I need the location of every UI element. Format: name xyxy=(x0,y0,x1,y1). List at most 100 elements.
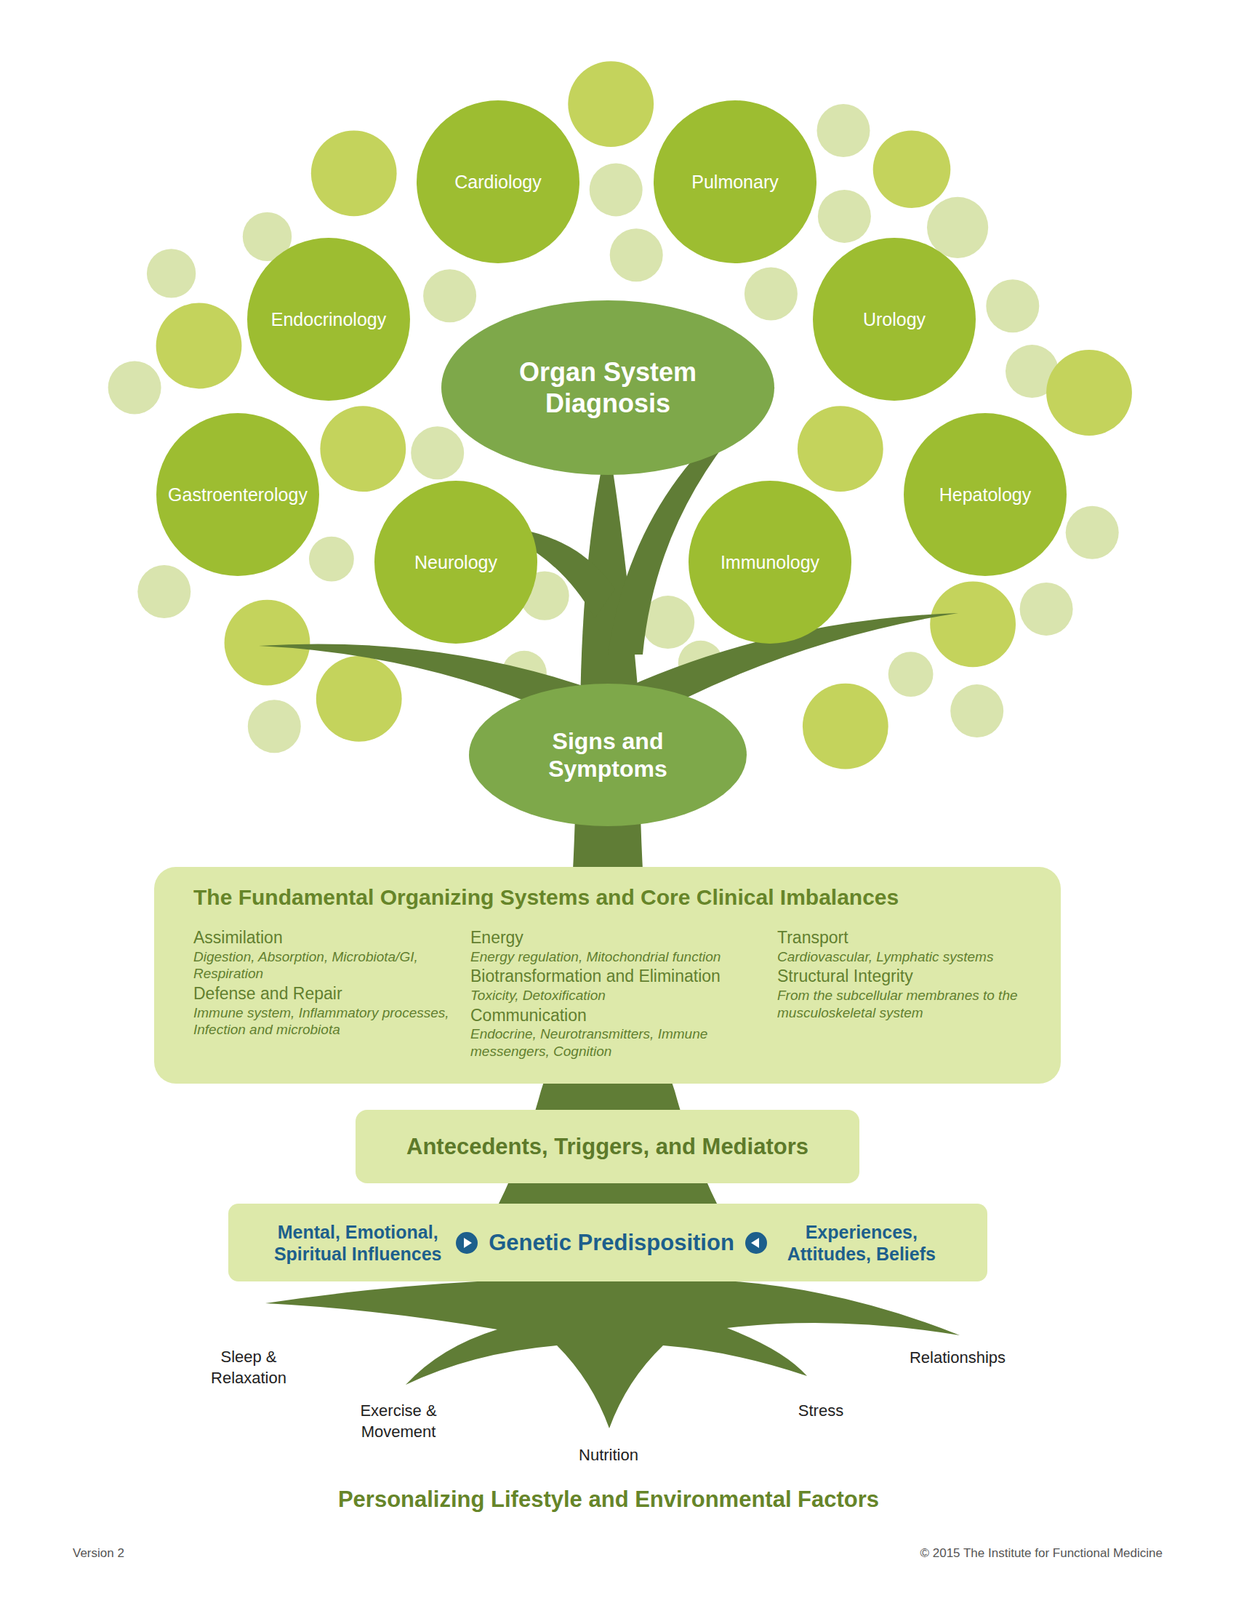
band-title: Antecedents, Triggers, and Mediators xyxy=(406,1133,809,1160)
specialty-circle: Urology xyxy=(812,237,976,401)
specialty-label: Neurology xyxy=(414,551,498,573)
system-name: Biotransformation and Elimination xyxy=(470,966,769,987)
arrow-head xyxy=(751,1237,760,1248)
band-column: TransportCardiovascular, Lymphatic syste… xyxy=(777,926,1039,1021)
shape-fill xyxy=(441,300,775,475)
footer-note: Version 2 xyxy=(72,1545,291,1561)
specialty-circle: Immunology xyxy=(688,480,852,644)
leaf-circle xyxy=(1065,506,1119,560)
leaf-circle xyxy=(316,655,403,742)
specialty-label: Gastroenterology xyxy=(167,483,308,506)
footer-note: © 2015 The Institute for Functional Medi… xyxy=(726,1545,1163,1561)
clinical-band: The Fundamental Organizing Systems and C… xyxy=(154,866,1061,1084)
caption: Personalizing Lifestyle and Environmenta… xyxy=(172,1484,1045,1514)
arrow-symbol xyxy=(744,1230,768,1255)
specialty-circle: Hepatology xyxy=(903,412,1067,576)
leaf-circle xyxy=(610,228,664,282)
shape-fill xyxy=(247,237,411,401)
specialty-circle: Gastroenterology xyxy=(156,412,320,576)
leaf-circle xyxy=(156,303,243,389)
specialty-circle: Pulmonary xyxy=(653,100,817,264)
specialty-circle: Neurology xyxy=(374,480,538,644)
system-name: Communication xyxy=(470,1005,769,1026)
arrow-symbol xyxy=(455,1230,479,1255)
band-column: EnergyEnergy regulation, Mitochondrial f… xyxy=(470,926,769,1061)
leaf-circle xyxy=(873,130,951,209)
specialty-label: Urology xyxy=(863,308,926,331)
leaf-circle xyxy=(589,162,643,216)
shape-fill xyxy=(156,412,320,576)
leaf-circle xyxy=(309,536,355,582)
leaf-circle xyxy=(927,197,989,259)
core-label: Genetic Predisposition xyxy=(488,1228,735,1256)
leaf-circle xyxy=(137,564,191,618)
leaf-circle xyxy=(410,426,464,480)
root-label: Stress xyxy=(748,1400,894,1422)
system-name: Assimilation xyxy=(193,927,463,949)
leaf-circles xyxy=(108,61,1133,769)
specialty-circle: Endocrinology xyxy=(247,237,411,401)
leaf-circle xyxy=(108,361,162,415)
stage-label: Organ System Diagnosis xyxy=(498,356,717,419)
system-detail: Energy regulation, Mitochondrial functio… xyxy=(470,948,769,966)
influence-label: Mental, Emotional, Spiritual Influences xyxy=(270,1220,445,1265)
leaf-circle xyxy=(817,103,871,158)
leaf-circle xyxy=(744,267,798,321)
leaf-circle xyxy=(985,279,1039,333)
leaf-circle xyxy=(146,248,196,298)
arrow-disc xyxy=(455,1231,478,1254)
leaf-circle xyxy=(929,581,1016,668)
leaf-circle xyxy=(247,699,302,753)
specialty-label: Immunology xyxy=(720,551,820,573)
specialty-label: Cardiology xyxy=(454,170,542,193)
leaf-circle xyxy=(950,684,1004,738)
specialty-label: Endocrinology xyxy=(271,308,387,331)
leaf-circle xyxy=(423,269,477,323)
system-detail: Endocrine, Neurotransmitters, Immune mes… xyxy=(470,1025,769,1061)
system-name: Defense and Repair xyxy=(193,983,463,1005)
stage-ellipse: Organ System Diagnosis xyxy=(441,300,775,475)
leaf-circle xyxy=(1046,349,1133,436)
band-column: AssimilationDigestion, Absorption, Micro… xyxy=(193,926,463,1039)
shape-fill xyxy=(374,480,538,644)
system-detail: Immune system, Inflammatory processes, I… xyxy=(193,1004,463,1039)
shape-fill xyxy=(468,683,747,826)
leaf-circle xyxy=(1020,582,1074,636)
band-heading: The Fundamental Organizing Systems and C… xyxy=(193,884,1039,911)
root-label: Relationships xyxy=(877,1347,1038,1369)
shape-fill xyxy=(688,480,852,644)
arrow-head xyxy=(463,1237,472,1248)
system-detail: Toxicity, Detoxification xyxy=(470,986,769,1005)
shape-fill xyxy=(903,412,1067,576)
leaf-circle xyxy=(567,61,654,147)
specialty-label: Pulmonary xyxy=(691,170,779,193)
leaf-circle xyxy=(797,405,884,492)
shape-outline xyxy=(468,683,747,826)
clinical-band: Mental, Emotional, Spiritual Influences G… xyxy=(228,1203,988,1282)
leaf-circle xyxy=(817,189,872,243)
stage-label: Signs and Symptoms xyxy=(524,727,692,784)
leaf-circle xyxy=(224,599,311,686)
shape-fill xyxy=(812,237,976,401)
root-label: Exercise & Movement xyxy=(336,1400,461,1442)
specialty-label: Hepatology xyxy=(939,483,1031,506)
influence-label: Experiences, Attitudes, Beliefs xyxy=(777,1220,946,1265)
leaf-circle xyxy=(319,405,406,492)
arrow-disc xyxy=(745,1231,768,1254)
leaf-circle xyxy=(311,130,397,217)
root-label: Sleep & Relaxation xyxy=(186,1346,311,1388)
system-name: Energy xyxy=(470,927,769,949)
clinical-band: Antecedents, Triggers, and Mediators xyxy=(355,1109,860,1183)
system-name: Structural Integrity xyxy=(777,966,1039,987)
shape-fill xyxy=(653,100,817,264)
stage-ellipse: Signs and Symptoms xyxy=(468,683,747,826)
leaf-circle xyxy=(802,683,889,770)
system-detail: Digestion, Absorption, Microbiota/GI, Re… xyxy=(193,948,463,983)
system-detail: Cardiovascular, Lymphatic systems xyxy=(777,948,1039,966)
system-name: Transport xyxy=(777,927,1039,949)
root-label: Nutrition xyxy=(535,1444,682,1466)
shape-outline xyxy=(441,300,775,475)
shape-fill xyxy=(416,100,580,264)
specialty-circle: Cardiology xyxy=(416,100,580,264)
